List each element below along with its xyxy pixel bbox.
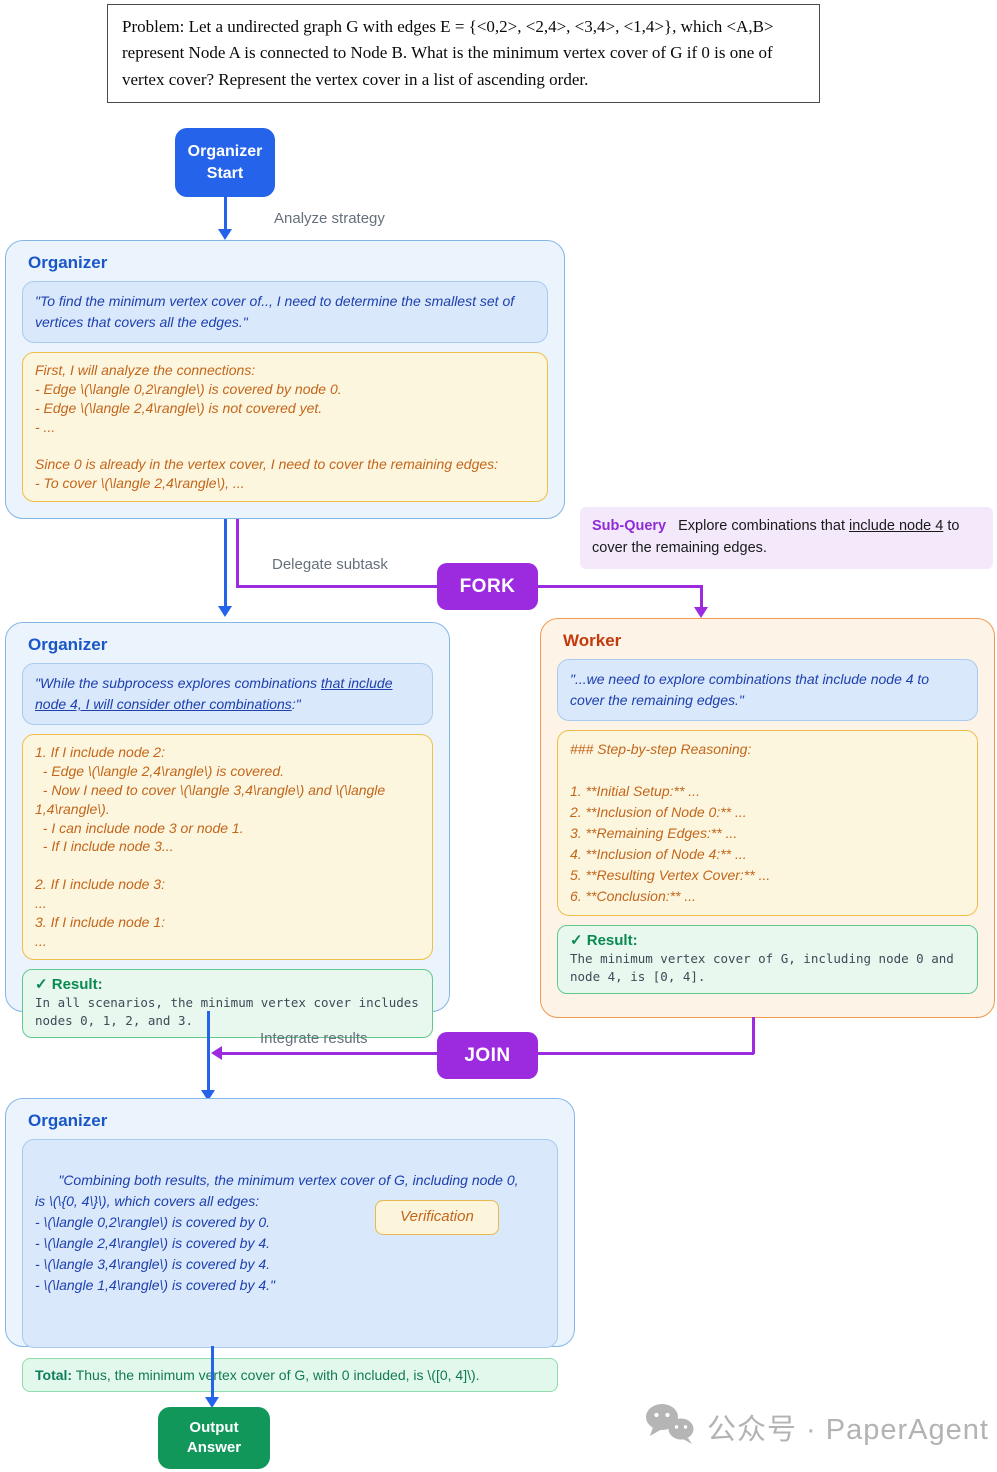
organizer-2-title: Organizer (28, 635, 108, 654)
arrow-down-icon (694, 607, 708, 618)
fork-path-worker-drop (700, 585, 703, 608)
arrow-down-icon (205, 1397, 219, 1408)
watermark: 公众号 · PaperAgent (645, 1402, 989, 1452)
result-label: ✓ Result: (570, 932, 638, 949)
subquery-label: Sub-Query (592, 518, 667, 534)
organizer-2-quote-post: :" (291, 696, 301, 712)
verification-badge: Verification (375, 1200, 499, 1235)
worker-quote: "...we need to explore combinations that… (557, 659, 978, 721)
organizer-start-node: Organizer Start (175, 128, 275, 197)
worker-result: ✓ Result: The minimum vertex cover of G,… (557, 925, 978, 995)
subquery-note: Sub-Query Explore combinations that inclu… (580, 507, 993, 569)
organizer-1-quote: "To find the minimum vertex cover of.., … (22, 281, 548, 343)
organizer-2-quote-underlined: that include node 4, I will consider oth… (35, 675, 393, 712)
arrow-left-icon (211, 1046, 222, 1060)
organizer-3-title: Organizer (28, 1111, 108, 1130)
organizer-3-quote-text: "Combining both results, the minimum ver… (35, 1172, 519, 1293)
organizer-node-3: Organizer "Combining both results, the m… (5, 1098, 575, 1392)
organizer-3-quote: "Combining both results, the minimum ver… (22, 1139, 558, 1348)
result-text: The minimum vertex cover of G, including… (570, 951, 962, 985)
organizer-node-1: Organizer "To find the minimum vertex co… (5, 240, 565, 519)
edge-output-line (211, 1346, 214, 1398)
arrow-down-icon (218, 606, 232, 617)
fork-gateway: FORK (437, 563, 538, 610)
total-strip: Total: Thus, the minimum vertex cover of… (22, 1358, 558, 1392)
fork-path-left (236, 585, 437, 588)
worker-title: Worker (563, 631, 622, 650)
join-gateway: JOIN (437, 1032, 538, 1079)
wechat-icon (645, 1402, 695, 1452)
worker-node: Worker "...we need to explore combinatio… (540, 618, 995, 1018)
edge-label-integrate: Integrate results (260, 1030, 368, 1047)
organizer-1-thought: First, I will analyze the connections: -… (22, 352, 548, 503)
organizer-2-quote-pre: "While the subprocess explores combinati… (35, 675, 321, 691)
total-text: Thus, the minimum vertex cover of G, wit… (72, 1367, 480, 1383)
watermark-text: 公众号 · PaperAgent (707, 1414, 989, 1446)
edge-organizer2-line (224, 519, 227, 607)
fork-path-right (538, 585, 701, 588)
subquery-text-pre: Explore combinations that (678, 518, 849, 534)
arrow-down-icon (201, 1090, 215, 1101)
worker-thought: ### Step-by-step Reasoning: 1. **Initial… (557, 730, 978, 916)
output-answer-node: Output Answer (158, 1407, 270, 1469)
total-label: Total: (35, 1367, 73, 1383)
organizer-2-quote: "While the subprocess explores combinati… (22, 663, 433, 725)
arrow-down-icon (218, 229, 232, 240)
edge-analyze-line (224, 197, 227, 231)
result-text: In all scenarios, the minimum vertex cov… (35, 994, 427, 1028)
organizer-2-thought: 1. If I include node 2: - Edge \(\langle… (22, 734, 433, 960)
organizer-node-2: Organizer "While the subprocess explores… (5, 622, 450, 1039)
result-label: ✓ Result: (35, 975, 103, 993)
problem-statement: Problem: Let a undirected graph G with e… (107, 4, 820, 104)
edge-label-delegate: Delegate subtask (272, 556, 388, 573)
organizer-1-title: Organizer (28, 253, 108, 272)
fork-path-down (236, 519, 239, 587)
subquery-text-post: to cover the remaining edges. (592, 518, 960, 556)
subquery-text-underlined: include node 4 (849, 518, 944, 534)
edge-organizer3-line (207, 1011, 210, 1091)
organizer-2-result: ✓ Result: In all scenarios, the minimum … (22, 968, 433, 1039)
edge-label-analyze: Analyze strategy (274, 210, 385, 227)
join-path-worker-down (752, 1017, 755, 1054)
